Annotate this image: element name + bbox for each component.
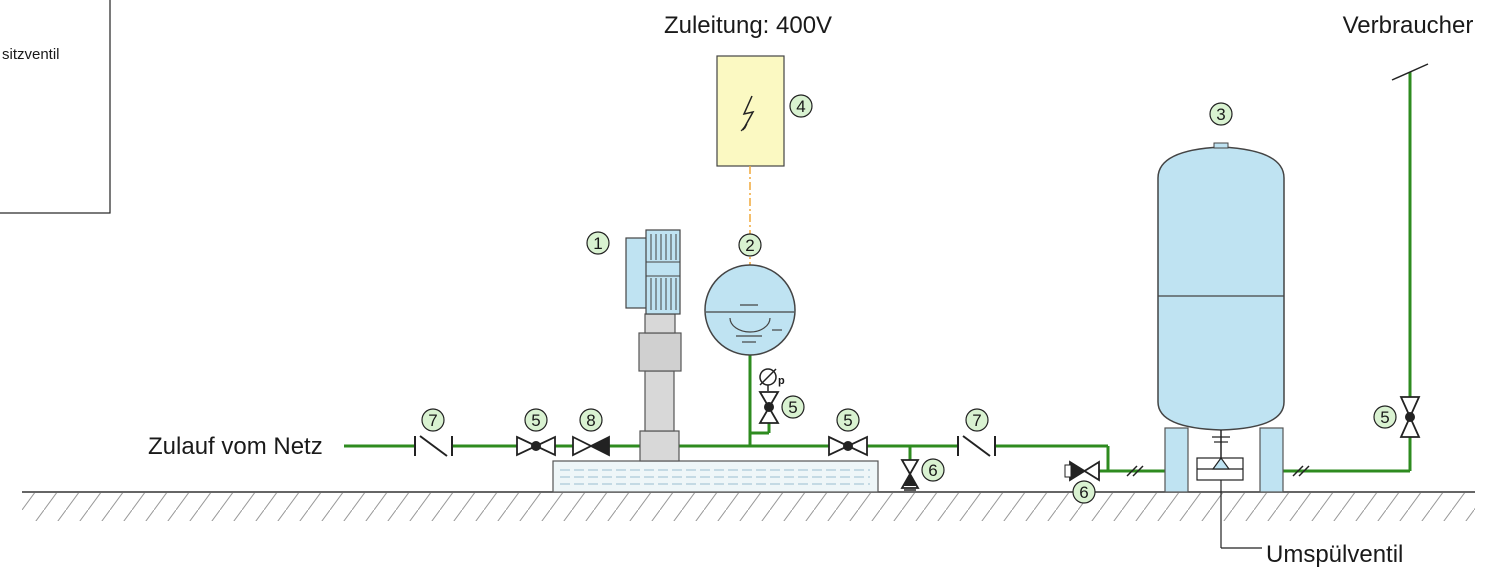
svg-text:5: 5: [843, 411, 852, 430]
badge-valve: 5: [1373, 405, 1397, 429]
badge-control: 2: [738, 233, 762, 257]
badge-valve: 5: [524, 408, 548, 432]
pressure-vessel: [704, 264, 796, 356]
legend-box: sitzventil: [0, 0, 111, 214]
pump-motor: [625, 229, 682, 462]
svg-text:1: 1: [593, 234, 602, 253]
storage-tank: [1157, 142, 1285, 549]
ball-valve: [516, 435, 556, 457]
svg-text:8: 8: [586, 411, 595, 430]
svg-text:6: 6: [1079, 483, 1088, 502]
badge-valve-8: 8: [579, 408, 603, 432]
gauge-label: p: [778, 375, 785, 387]
consumer-line-end: [1391, 63, 1429, 81]
control-cabinet: [716, 55, 785, 167]
svg-text:2: 2: [745, 236, 754, 255]
ball-valve: [1399, 396, 1421, 438]
badge-valve: 5: [781, 395, 805, 419]
ground: [22, 491, 1475, 521]
badge-drain: 6: [921, 458, 945, 482]
svg-text:5: 5: [531, 411, 540, 430]
svg-text:6: 6: [928, 461, 937, 480]
pipe-break-marks: [1126, 465, 1310, 477]
badge-tank: 3: [1209, 102, 1233, 126]
badge-check-valve: 7: [965, 408, 989, 432]
consumer-label: Verbraucher: [1343, 12, 1474, 39]
supply-label: Zuleitung: 400V: [664, 12, 832, 39]
legend-text: sitzventil: [2, 46, 60, 63]
drain-valve: [1064, 460, 1100, 482]
check-valve: [414, 435, 453, 457]
ball-valve: [828, 435, 868, 457]
badge-drain: 6: [1072, 480, 1096, 504]
svg-text:5: 5: [1380, 408, 1389, 427]
pressure-gauge: p: [759, 368, 785, 391]
badge-check-valve: 7: [421, 408, 445, 432]
badge-pump: 1: [586, 231, 610, 255]
ball-valve: [758, 391, 780, 424]
stop-valve: [572, 435, 610, 457]
inlet-label: Zulauf vom Netz: [148, 433, 323, 460]
check-valve: [957, 435, 996, 457]
flush-valve-label: Umspülventil: [1266, 541, 1403, 568]
base-tank: [552, 460, 879, 493]
svg-text:3: 3: [1216, 105, 1225, 124]
badge-valve: 5: [836, 408, 860, 432]
svg-text:7: 7: [428, 411, 437, 430]
svg-text:7: 7: [972, 411, 981, 430]
svg-text:4: 4: [796, 97, 805, 116]
badge-cabinet: 4: [789, 94, 813, 118]
drain-valve: [900, 459, 920, 491]
svg-text:5: 5: [788, 398, 797, 417]
